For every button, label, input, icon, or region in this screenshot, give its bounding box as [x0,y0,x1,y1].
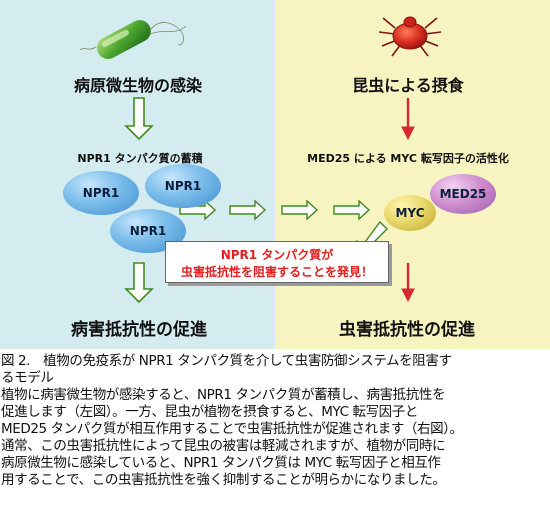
arrow-h-4 [333,199,371,221]
left-arrow-top [124,97,154,141]
caption-body-line: 植物に病害微生物が感染すると、NPR1 タンパク質が蓄積し、病害抵抗性を [1,387,446,403]
caption-body-line: MED25 タンパク質が相互作用することで虫害抵抗性が促進されます（右図）。 [1,421,463,437]
arrow-h-3 [281,199,319,221]
right-arrow-top [401,98,415,141]
green-bacterium-icon [79,20,187,59]
right-subtitle: MED25 による MYC 転写因子の活性化 [307,152,509,165]
arrow-h-1 [179,199,217,221]
right-title: 昆虫による摂食 [352,76,464,95]
left-arrow-bottom [124,262,154,304]
diagram-graphics [79,16,442,304]
discovery-callout: NPR1 タンパク質が 虫害抵抗性を阻害することを発見！ [165,241,389,283]
left-title: 病原微生物の感染 [73,76,202,95]
myc-ellipse: MYC [384,195,436,231]
caption-body-line: 促進します（左図）。一方、昆虫が植物を摂食すると、MYC 転写因子と [1,404,418,420]
caption-title-line-2: るモデル [1,370,54,386]
npr1-ellipse-2: NPR1 [145,164,221,208]
red-mite-icon [378,16,442,57]
arrow-h-2 [229,199,267,221]
right-bottom-result: 虫害抵抗性の促進 [339,320,475,340]
med25-ellipse: MED25 [430,174,496,214]
caption-title-line-1: 図 2. 植物の免疫系が NPR1 タンパク質を介して虫害防御システムを阻害す [1,353,452,369]
horizontal-arrows [179,199,371,221]
caption-body-line: 病原微生物に感染していると、NPR1 タンパク質は MYC 転写因子と相互作 [1,455,441,471]
npr1-ellipse-3: NPR1 [110,209,186,253]
right-arrow-bottom [401,263,415,303]
caption-body-line: 通常、この虫害抵抗性によって昆虫の被害は軽減されますが、植物が同時に [1,438,446,454]
left-bottom-result: 病害抵抗性の促進 [71,320,207,340]
left-subtitle: NPR1 タンパク質の蓄積 [77,152,203,165]
figure-caption: 図 2. 植物の免疫系が NPR1 タンパク質を介して虫害防御システムを阻害す … [1,353,549,489]
discovery-line-1: NPR1 タンパク質が [220,248,334,262]
discovery-line-2: 虫害抵抗性を阻害することを発見！ [180,265,373,279]
npr1-ellipse-1: NPR1 [63,171,139,215]
caption-body-line: 用することで、この虫害抵抗性を強く抑制することが明らかになりました。 [1,472,446,488]
